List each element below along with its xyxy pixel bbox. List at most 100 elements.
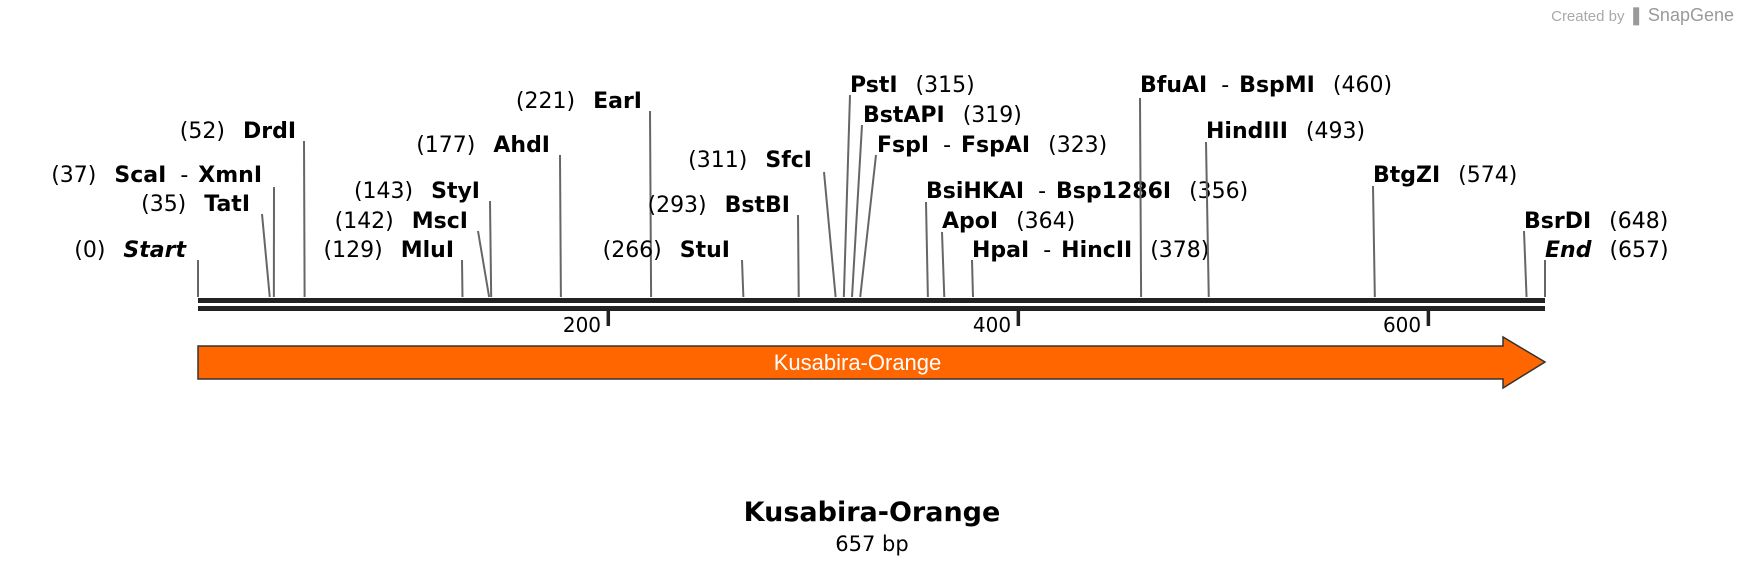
site-text-apoi-1: (364) [1016,209,1075,234]
site-line-styi [489,200,493,298]
site-label-bstapi: BstAPI(319) [863,103,1022,128]
site-start: (0) Start [74,238,199,297]
site-hindiii: HindIII (493) [1205,119,1365,298]
site-line-drdi [303,140,306,298]
site-label-sfci: (311) SfcI [688,148,812,173]
site-label-start: (0) Start [74,238,187,263]
site-line-tati [261,213,271,298]
site-text-bsihkai-bsp1286i-0: BsiHKAI [926,179,1024,204]
site-eari: (221) EarI [516,89,653,298]
site-text-hpai-hincii-2: HincII [1061,238,1132,263]
site-line-ahdi [559,154,562,298]
site-psti: PstI(315) [842,73,975,298]
site-text-scai-xmni-1: ScaI [114,163,166,188]
watermark-brand: SnapGene [1647,5,1734,25]
site-text-fspi-fspai-0: FspI [877,133,929,158]
site-line-fspi-fspai [859,154,877,298]
site-text-drdi-1: DrdI [243,119,296,144]
site-bsrdi: BsrDI(648) [1523,209,1668,298]
site-text-bsihkai-bsp1286i-1: - [1038,179,1046,204]
site-line-psti [842,94,851,298]
site-text-start-1: Start [123,238,187,263]
site-text-fspi-fspai-2: FspAI [961,133,1030,158]
site-label-drdi: (52)DrdI [180,119,296,144]
site-text-bstbi-1: BstBI [725,193,790,218]
site-label-bstbi: (293) BstBI [647,193,790,218]
site-label-hindiii: HindIII (493) [1206,119,1365,144]
site-bfuai-bspmi: BfuAI-BspMI(460) [1139,73,1392,298]
site-line-stui [741,259,745,298]
site-text-bsrdi-0: BsrDI [1524,209,1591,234]
site-label-mlui: (129) MluI [324,238,454,263]
site-text-start-0: (0) [74,238,105,263]
site-bstbi: (293) BstBI [647,193,800,298]
site-text-btgzi-0: BtgZI [1373,163,1440,188]
site-label-styi: (143) StyI [354,179,480,204]
site-text-ahdi-1: AhdI [493,133,550,158]
sequence-title: Kusabira-Orange [743,497,1001,528]
site-line-apoi [941,231,946,298]
site-text-apoi-0: ApoI [942,209,998,234]
site-label-apoi: ApoI (364) [942,209,1075,234]
tick-label-600: 600 [1383,313,1421,337]
site-text-fspi-fspai-3: (323) [1048,133,1107,158]
site-text-tati-0: (35) [141,192,186,217]
tick-mark-600 [1426,311,1431,326]
site-styi: (143) StyI [354,179,493,298]
site-text-scai-xmni-3: XmnI [198,163,262,188]
site-label-eari: (221) EarI [516,89,642,114]
site-text-bfuai-bspmi-2: BspMI [1239,73,1315,98]
snapgene-logo-icon: ❚ [1628,5,1644,25]
site-bstapi: BstAPI(319) [851,103,1022,298]
site-drdi: (52)DrdI [180,119,306,298]
site-line-sfci [823,171,837,298]
site-label-bsrdi: BsrDI(648) [1524,209,1668,234]
site-text-scai-xmni-0: (37) [51,163,96,188]
site-text-stui-1: StuI [680,238,730,263]
site-text-mlui-0: (129) [324,238,383,263]
site-line-eari [649,110,653,298]
site-msci: (142) MscI [335,209,491,298]
backbone-bottom-strand [198,306,1545,311]
site-text-hindiii-0: HindIII [1206,119,1288,144]
site-text-bsihkai-bsp1286i-2: Bsp1286I [1056,179,1171,204]
site-sfci: (311) SfcI [688,148,837,298]
site-text-styi-0: (143) [354,179,413,204]
site-line-btgzi [1372,185,1376,298]
site-text-bstbi-0: (293) [647,193,706,218]
site-text-eari-0: (221) [516,89,575,114]
site-text-bstapi-1: (319) [963,103,1022,128]
feature-arrow [197,335,1547,390]
site-text-bsihkai-bsp1286i-3: (356) [1189,179,1248,204]
site-text-end-1: (657) [1609,238,1668,263]
site-text-styi-1: StyI [431,179,480,204]
site-text-bfuai-bspmi-0: BfuAI [1140,73,1207,98]
site-label-bfuai-bspmi: BfuAI-BspMI(460) [1140,73,1392,98]
site-label-msci: (142) MscI [335,209,468,234]
site-text-sfci-0: (311) [688,148,747,173]
site-scai-xmni: (37) ScaI-XmnI [51,163,275,298]
site-text-psti-0: PstI [850,73,898,98]
site-label-btgzi: BtgZI (574) [1373,163,1517,188]
site-label-psti: PstI(315) [850,73,975,98]
site-text-scai-xmni-2: - [180,163,188,188]
site-text-sfci-1: SfcI [765,148,812,173]
site-text-bfuai-bspmi-3: (460) [1333,73,1392,98]
tick-label-200: 200 [563,313,601,337]
site-line-bsrdi [1523,230,1528,298]
site-text-msci-0: (142) [335,209,394,234]
site-line-hpai-hincii [971,259,974,298]
site-end: End(657) [1544,238,1669,297]
site-line-bfuai-bspmi [1139,97,1143,298]
site-text-btgzi-1: (574) [1458,163,1517,188]
site-mlui: (129) MluI [324,238,464,298]
site-text-mlui-1: MluI [401,238,454,263]
site-ahdi: (177)AhdI [416,133,562,298]
site-text-hindiii-1: (493) [1306,119,1365,144]
tick-label-400: 400 [973,313,1011,337]
site-apoi: ApoI (364) [941,209,1075,298]
backbone-top-strand [198,298,1545,303]
site-text-msci-1: MscI [412,209,468,234]
site-text-eari-1: EarI [593,89,642,114]
site-line-hindiii [1205,141,1210,298]
